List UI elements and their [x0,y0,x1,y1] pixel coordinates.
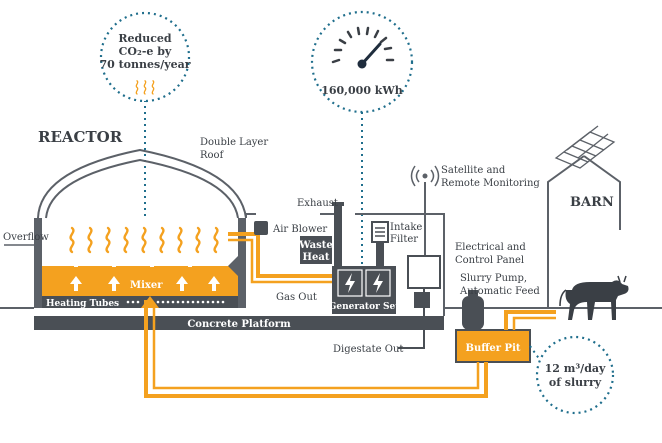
concrete-platform [34,316,444,330]
emissions-line3: 70 tonnes/year [99,58,190,71]
electrical-label-line2: Control Panel [455,255,524,266]
heating-tubes-label: Heating Tubes [46,299,119,309]
digestate-out: Digestate Out [333,308,425,355]
intake-filter: Intake Filter [371,221,422,266]
solar-panel-icon [554,125,616,169]
intake-label-line2: Filter [390,234,418,245]
emissions-line1: Reduced [118,32,172,45]
air-blower-label: Air Blower [272,224,327,235]
generator-label: Generator Set [329,302,401,312]
generator-set: Generator Set [329,266,401,314]
satellite-label-line1: Satellite and [441,165,506,176]
emissions-callout: Reduced CO₂-e by 70 tonnes/year [99,11,191,103]
satellite-label-line2: Remote Monitoring [441,178,540,189]
mixer-label: Mixer [130,280,163,291]
heating-tube-dots [126,300,225,304]
exhaust-label: Exhaust [297,198,338,209]
slurry-feed-pipe [144,300,556,398]
mixer-paddle [228,256,238,276]
intake-label-line1: Intake [390,222,422,233]
double-layer-roof [37,148,247,219]
gauge-icon [331,26,395,69]
feed-arrow-head [141,296,159,308]
digestate-label: Digestate Out [333,344,403,355]
barn-label: BARN [570,195,614,210]
slurry-connector [529,345,541,361]
roof-label-line2: Roof [200,150,225,161]
air-blower: Air Blower [254,221,327,235]
roof-label-line1: Double Layer [200,137,268,148]
buffer-pit: Buffer Pit [455,329,531,363]
satellite-antenna-icon [410,165,440,256]
overflow: Overflow [3,232,49,246]
waste-heat-box: Waste Heat [298,236,333,264]
heating-tubes-bar [42,296,238,308]
cow-icon [559,275,629,320]
buffer-pit-label: Buffer Pit [466,343,521,354]
slurry-pump: Slurry Pump, Automatic Feed [459,273,540,330]
reactor-walls [34,218,246,308]
slurry-line1: 12 m³/day [545,362,606,375]
slurry-callout: 12 m³/day of slurry [535,335,615,415]
gas-out-label: Gas Out [276,292,317,303]
overflow-label: Overflow [3,232,49,243]
flame-icon [69,226,219,254]
energy-value: 160,000 kWh [321,84,403,97]
energy-callout: 160,000 kWh [310,10,414,114]
reactor-title: REACTOR [38,128,123,146]
electrical-label-line1: Electrical and [455,242,526,253]
waste-heat-line1: Waste [298,240,332,251]
slurry-line2: of slurry [549,376,602,389]
emissions-line2: CO₂-e by [119,45,172,58]
reactor-gas-space [69,226,219,254]
concrete-label: Concrete Platform [187,319,291,330]
exhaust-stack: Exhaust [297,198,344,268]
control-panel: Electrical and Control Panel [407,242,526,308]
pump-label-line2: Automatic Feed [459,286,540,297]
waste-heat-line2: Heat [303,252,330,263]
gas-pipe [228,232,340,284]
pump-label-line1: Slurry Pump, [460,273,527,284]
